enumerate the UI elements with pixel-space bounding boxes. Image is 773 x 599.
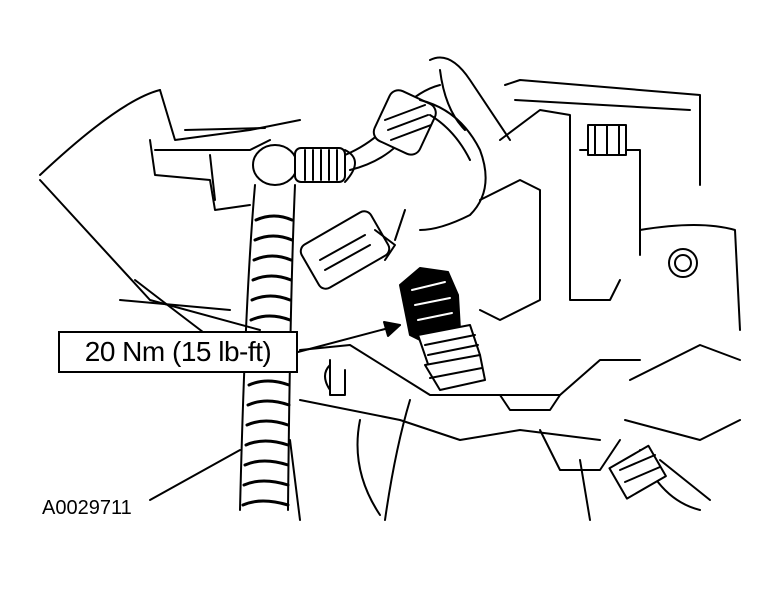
brake-line-fitting [253,145,355,185]
wiring-harness [345,58,510,241]
callout-leader [298,322,400,352]
lower-crossmember [290,345,640,520]
hose-lower-line [150,450,240,500]
pressure-sensor [400,268,485,390]
electrical-connector [298,208,395,291]
transmission-case [480,80,740,330]
torque-spec-callout: 20 Nm (15 lb-ft) [58,331,298,373]
body-panel-outline [40,90,300,360]
lower-right-bracket [609,345,740,510]
figure-id-label: A0029711 [42,497,132,519]
frame-bracket [150,128,270,210]
